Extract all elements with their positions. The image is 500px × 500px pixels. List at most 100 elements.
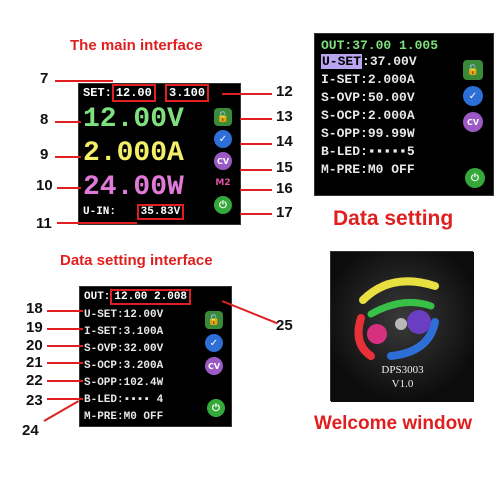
ds-row-value: :99.99W [360,126,415,141]
ds-row-label: U-SET [321,54,363,69]
callout-20-line [47,345,83,347]
callout-15: 15 [276,159,293,176]
set-voltage: 12.00 [111,84,156,102]
ds-row-s-ocp[interactable]: S-OCP:2.000A [321,108,415,123]
main-icon-column: 🔓 ✓ CV M2 ⏻ [214,108,236,214]
main-interface-screen: SET:12.00 3.100 12.00V 2.000A 24.00W U-I… [78,83,241,225]
ds-row-u-set[interactable]: U-SET:37.00V [321,54,417,69]
callout-19: 19 [26,319,43,336]
lock-icon[interactable]: 🔓 [205,311,223,329]
ds-row-b-led[interactable]: B-LED:▪▪▪▪▪5 [321,144,415,159]
ds-row-value: :50.00V [360,90,415,105]
m2-icon: M2 [215,178,231,188]
check-icon[interactable]: ✓ [205,334,223,352]
callout-25: 25 [276,317,293,334]
ds-out-line: OUT:37.00 1.005 [321,38,439,53]
callout-7: 7 [40,70,49,87]
input-voltage-line: U-IN: 35.83V [83,204,185,220]
callout-10: 10 [36,177,53,194]
callout-12: 12 [276,83,293,100]
welcome-window-title: Welcome window [314,413,473,434]
ds-row-value: :37.00V [362,54,417,69]
dsi-out-values: 12.00 2.008 [110,289,192,305]
callout-15-line [240,169,272,171]
vin-value: 35.83V [136,204,185,220]
dsi-row-s-opp[interactable]: S-OPP:102.4W [84,377,164,389]
callout-18: 18 [26,300,43,317]
welcome-model: DPS3003 [381,364,424,376]
callout-22-line [47,380,83,382]
data-setting-screen: OUT:37.00 1.005 U-SET:37.00V I-SET:2.000… [314,33,494,196]
callout-21: 21 [26,354,43,371]
output-current: 2.000A [83,138,184,169]
ds-row-label: I-SET [321,72,361,87]
callout-10-line [57,187,81,189]
output-voltage: 12.00V [83,104,184,135]
callout-16-line [240,189,272,191]
lock-icon[interactable]: 🔓 [463,60,483,80]
check-icon[interactable]: ✓ [214,130,232,148]
ds-icon-column: 🔓 ✓ CV [463,60,487,132]
callout-8-line [55,121,81,123]
dsi-icon-column: 🔓 ✓ CV [205,311,227,375]
check-icon[interactable]: ✓ [463,86,483,106]
dsi-row-i-set[interactable]: I-SET:3.100A [84,326,164,338]
ds-row-i-set[interactable]: I-SET:2.000A [321,72,415,87]
ds-row-label: S-OPP [321,126,361,141]
power-icon[interactable]: ⏻ [465,168,485,188]
ds-row-label: S-OCP [321,108,361,123]
ds-row-value: :▪▪▪▪▪5 [360,144,415,159]
callout-23: 23 [26,392,43,409]
dsi-row-b-led[interactable]: B-LED:▪▪▪▪ 4 [84,394,164,406]
callout-24-line [43,400,80,422]
callout-21-line [47,362,83,364]
dsi-row-m-pre[interactable]: M-PRE:M0 OFF [84,411,164,423]
lock-icon[interactable]: 🔓 [214,108,232,126]
callout-8: 8 [40,111,49,128]
welcome-window-screen: DPS3003 V1.0 [330,251,474,402]
cv-icon[interactable]: CV [214,152,232,170]
dsi-row-s-ovp[interactable]: S-OVP:32.00V [84,343,164,355]
callout-7-line [55,80,113,82]
callout-18-line [47,310,83,312]
data-setting-interface-screen: OUT:12.00 2.008 U-SET:12.00V I-SET:3.100… [79,286,232,427]
ds-row-s-ovp[interactable]: S-OVP:50.00V [321,90,415,105]
dsi-row-s-ocp[interactable]: S-OCP:3.200A [84,360,164,372]
callout-24: 24 [22,422,39,439]
ds-row-label: M-PRE [321,162,361,177]
callout-13: 13 [276,108,293,125]
cv-icon[interactable]: CV [463,112,483,132]
callout-9-line [55,156,81,158]
callout-12-line [222,93,272,95]
cv-icon[interactable]: CV [205,357,223,375]
callout-17: 17 [276,204,293,221]
power-icon[interactable]: ⏻ [214,196,232,214]
callout-9: 9 [40,146,49,163]
callout-14-line [240,143,272,145]
welcome-version: V1.0 [391,378,414,390]
callout-11: 11 [36,215,52,232]
dsi-row-u-set[interactable]: U-SET:12.00V [84,309,164,321]
callout-20: 20 [26,337,43,354]
callout-14: 14 [276,133,293,150]
welcome-logo [331,252,474,402]
data-setting-interface-title: Data setting interface [60,252,213,269]
power-icon[interactable]: ⏻ [207,399,225,417]
set-line: SET:12.00 3.100 [83,84,210,102]
vin-label: U-IN: [83,206,117,218]
set-label: SET: [83,86,112,100]
callout-11-line [57,222,137,224]
callout-16: 16 [276,180,293,197]
main-interface-title: The main interface [70,37,203,54]
ds-row-m-pre[interactable]: M-PRE:M0 OFF [321,162,415,177]
ds-row-s-opp[interactable]: S-OPP:99.99W [321,126,415,141]
dsi-out-label: OUT: [84,291,111,303]
callout-17-line [240,213,272,215]
callout-19-line [47,328,83,330]
callout-13-line [240,118,272,120]
set-current: 3.100 [165,84,210,102]
ds-row-label: B-LED [321,144,361,159]
dsi-out-line: OUT:12.00 2.008 [84,289,192,305]
output-power: 24.00W [83,172,184,203]
ds-row-value: :2.000A [360,108,415,123]
